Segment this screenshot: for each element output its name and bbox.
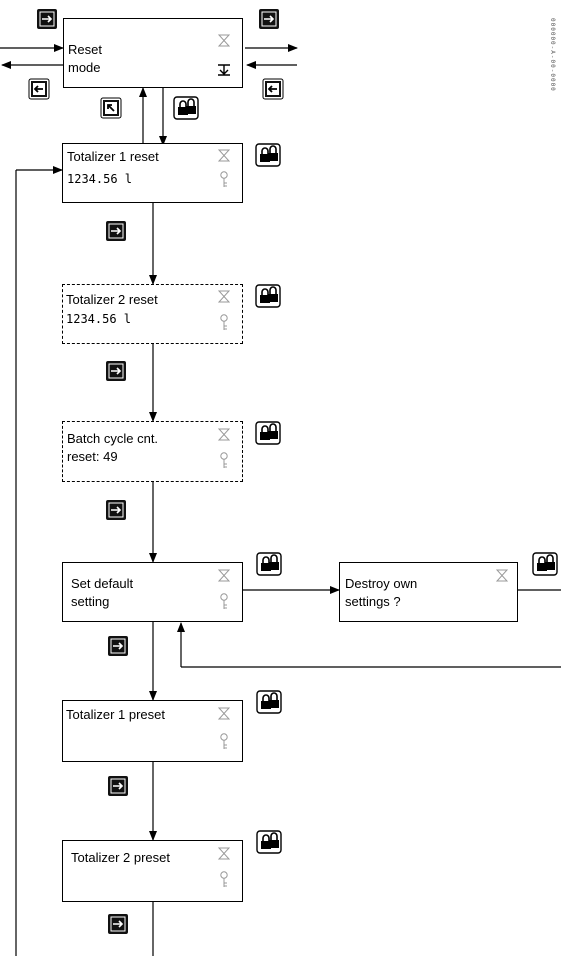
box-subtitle: mode xyxy=(68,60,101,75)
key-symbol-icon xyxy=(220,314,228,330)
next-key-icon[interactable] xyxy=(107,635,129,657)
next-key-icon[interactable] xyxy=(36,8,58,30)
box-subtitle: settings ? xyxy=(345,594,401,609)
box-value: 1234.56 l xyxy=(66,312,132,326)
box-value: reset: 49 xyxy=(67,449,118,464)
destroy-own-settings-box[interactable]: Destroy own settings ? xyxy=(339,562,518,622)
next-key-icon[interactable] xyxy=(105,360,127,382)
down-arrow-symbol-icon xyxy=(218,64,230,76)
box-value: 1234.56 l xyxy=(67,172,133,186)
box-title: Set default xyxy=(71,576,134,591)
padlock-icon[interactable] xyxy=(532,552,558,576)
next-key-icon[interactable] xyxy=(105,220,127,242)
figure-code: 000000-A-00-0000 xyxy=(549,18,556,92)
box-title: Destroy own xyxy=(345,576,418,591)
padlock-icon[interactable] xyxy=(256,690,282,714)
padlock-icon[interactable] xyxy=(255,143,281,167)
totalizer-1-reset-box[interactable]: Totalizer 1 reset 1234.56 l xyxy=(62,143,243,203)
box-title: Totalizer 2 reset xyxy=(66,292,158,307)
batch-cycle-reset-box[interactable]: Batch cycle cnt. reset: 49 xyxy=(62,421,243,482)
next-key-icon[interactable] xyxy=(105,499,127,521)
padlock-icon[interactable] xyxy=(255,284,281,308)
hourglass-icon xyxy=(218,428,230,441)
next-key-icon[interactable] xyxy=(258,8,280,30)
set-default-setting-box[interactable]: Set default setting xyxy=(62,562,243,622)
hourglass-icon xyxy=(218,569,230,582)
prev-key-icon[interactable] xyxy=(262,78,284,100)
hourglass-icon xyxy=(218,707,230,720)
totalizer-1-preset-box[interactable]: Totalizer 1 preset xyxy=(62,700,243,762)
key-symbol-icon xyxy=(220,871,228,887)
totalizer-2-reset-box[interactable]: Totalizer 2 reset 1234.56 l xyxy=(62,284,243,344)
box-title: Totalizer 1 preset xyxy=(66,707,165,722)
key-symbol-icon xyxy=(220,452,228,468)
hourglass-icon xyxy=(218,34,230,47)
hourglass-icon xyxy=(496,569,508,582)
hourglass-icon xyxy=(218,847,230,860)
padlock-icon[interactable] xyxy=(256,552,282,576)
box-title: Totalizer 1 reset xyxy=(67,149,159,164)
key-symbol-icon xyxy=(220,171,228,187)
box-subtitle: setting xyxy=(71,594,110,609)
prev-key-icon[interactable] xyxy=(28,78,50,100)
padlock-icon[interactable] xyxy=(255,421,281,445)
next-key-icon[interactable] xyxy=(107,913,129,935)
reset-mode-box[interactable]: Reset mode xyxy=(63,18,243,88)
padlock-icon[interactable] xyxy=(256,830,282,854)
key-symbol-icon xyxy=(220,733,228,749)
box-title: Batch cycle cnt. xyxy=(67,431,159,446)
hourglass-icon xyxy=(218,149,230,162)
escape-key-icon[interactable] xyxy=(100,97,122,119)
totalizer-2-preset-box[interactable]: Totalizer 2 preset xyxy=(62,840,243,902)
next-key-icon[interactable] xyxy=(107,775,129,797)
hourglass-icon xyxy=(218,290,230,303)
box-title: Totalizer 2 preset xyxy=(71,850,170,865)
box-title: Reset xyxy=(68,42,102,57)
key-symbol-icon xyxy=(220,593,228,609)
padlock-icon[interactable] xyxy=(173,96,199,120)
